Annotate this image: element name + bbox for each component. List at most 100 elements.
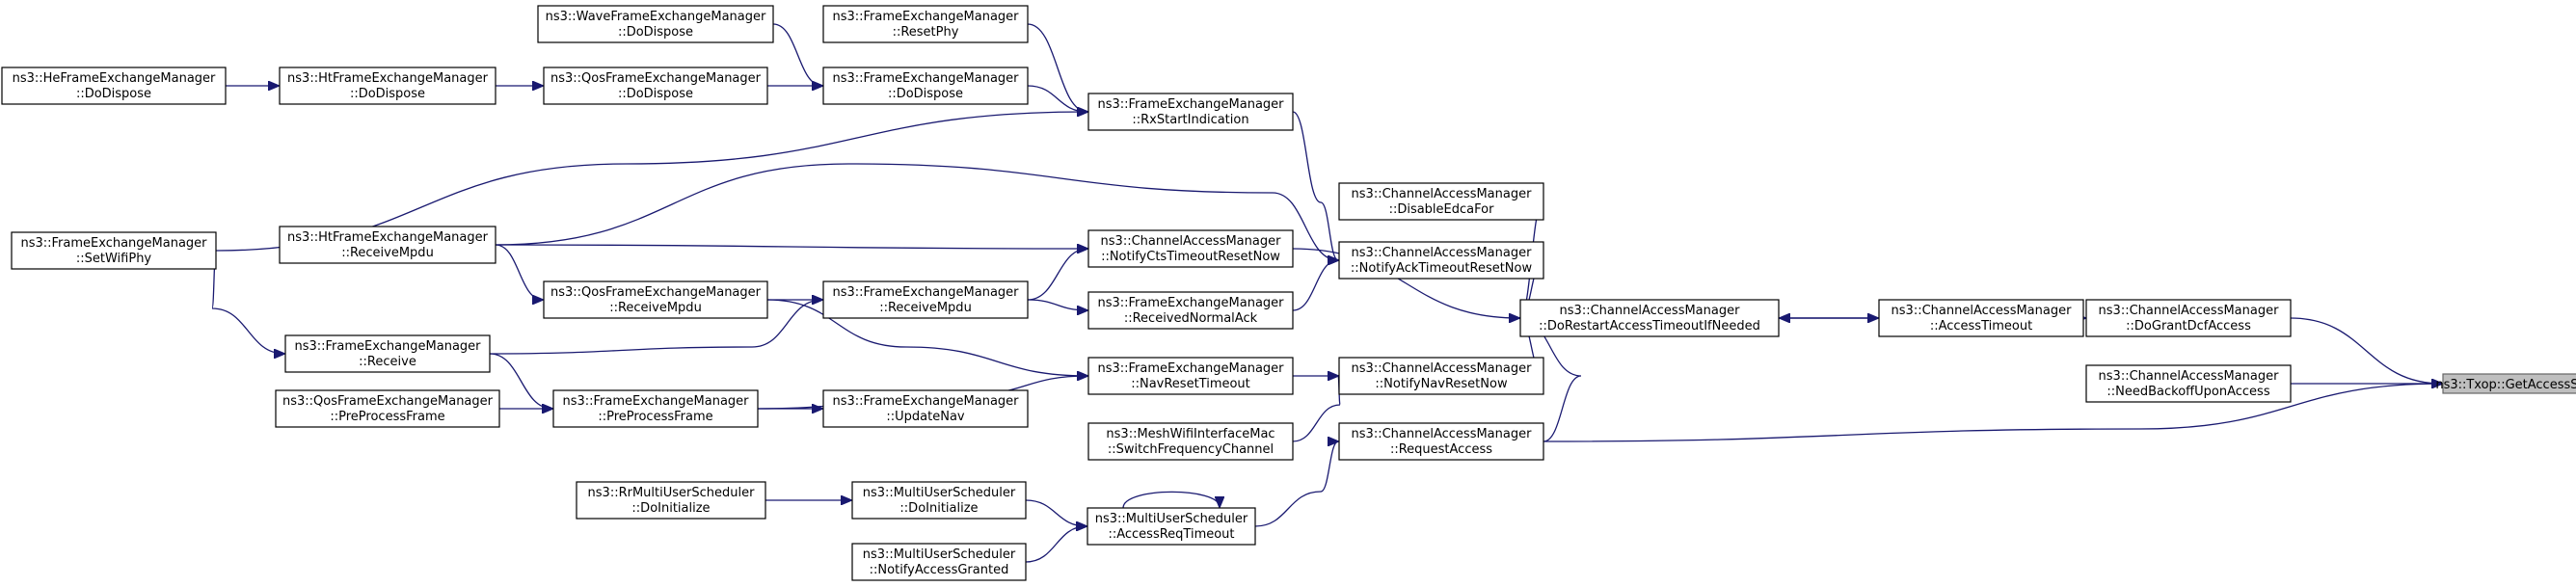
node-mesh-switch-frequency-channel[interactable]: ns3::MeshWifiInterfaceMac::SwitchFrequen… <box>1087 422 1294 461</box>
node-box <box>2085 299 2292 337</box>
node-box <box>2442 373 2576 394</box>
node-label-2: ::ResetPhy <box>893 25 959 40</box>
node-qos-do-dispose[interactable]: ns3::QosFrameExchangeManager::DoDispose <box>543 67 768 105</box>
edge-fem_set_wifi_phy-to-fem_receive <box>211 250 284 354</box>
node-rr-do-initialize[interactable]: ns3::RrMultiUserScheduler::DoInitialize <box>576 481 766 520</box>
node-label-2: ::NotifyAccessGranted <box>870 563 1009 577</box>
node-get-access-status[interactable]: ns3::Txop::GetAccessStatus <box>2435 373 2576 394</box>
node-label-2: ::AccessTimeout <box>1930 319 2032 334</box>
node-mus-do-initialize[interactable]: ns3::MultiUserScheduler::DoInitialize <box>851 481 1027 520</box>
node-mus-notify-access-granted[interactable]: ns3::MultiUserScheduler::NotifyAccessGra… <box>851 543 1027 581</box>
node-wave-do-dispose[interactable]: ns3::WaveFrameExchangeManager::DoDispose <box>537 5 774 43</box>
node-box <box>1087 422 1294 461</box>
node-notify-ack-timeout-reset-now[interactable]: ns3::ChannelAccessManager::NotifyAckTime… <box>1338 241 1544 280</box>
node-fem-reset-phy[interactable]: ns3::FrameExchangeManager::ResetPhy <box>822 5 1029 43</box>
edge-qos_receive_mpdu-to-fem_nav_reset_timeout <box>766 299 1087 376</box>
edge-mus_access_req_timeout-to-mus_access_req_timeout <box>1122 491 1220 509</box>
node-label-1: ns3::HtFrameExchangeManager <box>287 230 489 245</box>
node-label-1: ns3::FrameExchangeManager <box>1097 296 1284 310</box>
node-qos-receive-mpdu[interactable]: ns3::QosFrameExchangeManager::ReceiveMpd… <box>543 280 768 319</box>
node-label-1: ns3::MeshWifiInterfaceMac <box>1106 427 1275 441</box>
node-label-2: ::ReceiveMpdu <box>609 301 702 315</box>
node-do-grant-dcf-access[interactable]: ns3::ChannelAccessManager::DoGrantDcfAcc… <box>2085 299 2292 337</box>
node-box <box>11 231 217 270</box>
node-notify-cts-timeout-reset-now[interactable]: ns3::ChannelAccessManager::NotifyCtsTime… <box>1087 229 1294 268</box>
node-label-2: ::DoDispose <box>618 87 693 101</box>
node-label-2: ::NeedBackoffUponAccess <box>2106 385 2269 399</box>
node-fem-set-wifi-phy[interactable]: ns3::FrameExchangeManager::SetWifiPhy <box>11 231 217 270</box>
node-access-timeout[interactable]: ns3::ChannelAccessManager::AccessTimeout <box>1878 299 2084 337</box>
node-fem-pre-process-frame[interactable]: ns3::FrameExchangeManager::PreProcessFra… <box>552 389 759 428</box>
node-box <box>537 5 774 43</box>
node-fem-received-normal-ack[interactable]: ns3::FrameExchangeManager::ReceivedNorma… <box>1087 291 1294 330</box>
node-disable-edca-for[interactable]: ns3::ChannelAccessManager::DisableEdcaFo… <box>1338 182 1544 221</box>
node-box <box>279 67 496 105</box>
node-label-1: ns3::FrameExchangeManager <box>832 394 1019 409</box>
node-label-1: ns3::ChannelAccessManager <box>1560 304 1741 318</box>
node-he-do-dispose[interactable]: ns3::HeFrameExchangeManager::DoDispose <box>1 67 227 105</box>
node-label-2: ::SwitchFrequencyChannel <box>1108 442 1274 457</box>
node-box <box>822 280 1029 319</box>
node-box <box>1338 422 1544 461</box>
node-label-1: ns3::ChannelAccessManager <box>1101 234 1282 249</box>
node-label-1: ns3::FrameExchangeManager <box>294 339 481 354</box>
node-fem-rx-start-indication[interactable]: ns3::FrameExchangeManager::RxStartIndica… <box>1087 93 1294 131</box>
node-fem-receive-mpdu[interactable]: ns3::FrameExchangeManager::ReceiveMpdu <box>822 280 1029 319</box>
node-box <box>822 5 1029 43</box>
edge-notify_cts_timeout_reset_now-to-do_restart_access_timeout <box>1292 248 1519 318</box>
node-box <box>1087 229 1294 268</box>
node-label-2: ::DoDispose <box>76 87 151 101</box>
node-box <box>543 67 768 105</box>
edge-mus_access_req_timeout-to-request_access <box>1254 441 1338 527</box>
edge-do_grant_dcf_access-to-get_access_status <box>2290 317 2442 384</box>
edge-ht_receive_mpdu-to-qos_receive_mpdu <box>495 244 543 300</box>
node-need-backoff-upon-access[interactable]: ns3::ChannelAccessManager::NeedBackoffUp… <box>2085 364 2292 403</box>
node-label-2: ::ReceiveMpdu <box>879 301 972 315</box>
node-label-2: ::PreProcessFrame <box>598 410 712 424</box>
node-box <box>822 67 1029 105</box>
node-label-1: ns3::FrameExchangeManager <box>562 394 749 409</box>
node-label-2: ::ReceiveMpdu <box>341 246 434 260</box>
node-box <box>275 389 500 428</box>
node-box <box>284 334 491 373</box>
node-notify-nav-reset-now[interactable]: ns3::ChannelAccessManager::NotifyNavRese… <box>1338 357 1544 395</box>
node-box <box>2085 364 2292 403</box>
node-fem-receive[interactable]: ns3::FrameExchangeManager::Receive <box>284 334 491 373</box>
node-box <box>1338 182 1544 221</box>
node-box <box>279 226 496 264</box>
node-label-1: ns3::FrameExchangeManager <box>832 285 1019 300</box>
node-label-1: ns3::ChannelAccessManager <box>1352 427 1533 441</box>
node-fem-do-dispose[interactable]: ns3::FrameExchangeManager::DoDispose <box>822 67 1029 105</box>
edge-fem_do_dispose-to-fem_rx_start_indication <box>1027 85 1087 112</box>
node-do-restart-access-timeout[interactable]: ns3::ChannelAccessManager::DoRestartAcce… <box>1519 299 1780 337</box>
node-label-1: ns3::MultiUserScheduler <box>1095 512 1248 526</box>
node-label-2: ::DisableEdcaFor <box>1389 202 1495 217</box>
node-qos-pre-process-frame[interactable]: ns3::QosFrameExchangeManager::PreProcess… <box>275 389 500 428</box>
node-label-2: ::DoDispose <box>350 87 425 101</box>
node-label-1: ns3::WaveFrameExchangeManager <box>546 10 766 24</box>
node-mus-access-req-timeout[interactable]: ns3::MultiUserScheduler::AccessReqTimeou… <box>1087 507 1256 546</box>
node-fem-nav-reset-timeout[interactable]: ns3::FrameExchangeManager::NavResetTimeo… <box>1087 357 1294 395</box>
node-box <box>1338 357 1544 395</box>
edge-mus_do_initialize-to-mus_access_req_timeout <box>1025 499 1087 526</box>
node-box <box>851 481 1027 520</box>
node-label-1: ns3::ChannelAccessManager <box>1892 304 2073 318</box>
node-label-1: ns3::RrMultiUserScheduler <box>588 486 756 500</box>
node-label-2: ::DoDispose <box>618 25 693 40</box>
node-ht-receive-mpdu[interactable]: ns3::HtFrameExchangeManager::ReceiveMpdu <box>279 226 496 264</box>
node-label-2: ::ReceivedNormalAck <box>1124 311 1258 326</box>
node-label-2: ::RxStartIndication <box>1132 113 1248 127</box>
edge-mus_notify_access_granted-to-mus_access_req_timeout <box>1025 526 1087 563</box>
node-box <box>822 389 1029 428</box>
node-fem-update-nav[interactable]: ns3::FrameExchangeManager::UpdateNav <box>822 389 1029 428</box>
node-label-2: ::AccessReqTimeout <box>1108 527 1234 542</box>
node-label-2: ::DoRestartAccessTimeoutIfNeeded <box>1539 319 1760 334</box>
node-box <box>552 389 759 428</box>
edge-wave_do_dispose-to-fem_do_dispose <box>772 23 822 86</box>
node-label-2: ::RequestAccess <box>1390 442 1492 457</box>
node-request-access[interactable]: ns3::ChannelAccessManager::RequestAccess <box>1338 422 1544 461</box>
node-label-1: ns3::FrameExchangeManager <box>1097 97 1284 112</box>
node-ht-do-dispose[interactable]: ns3::HtFrameExchangeManager::DoDispose <box>279 67 496 105</box>
node-label-1: ns3::MultiUserScheduler <box>863 547 1016 562</box>
